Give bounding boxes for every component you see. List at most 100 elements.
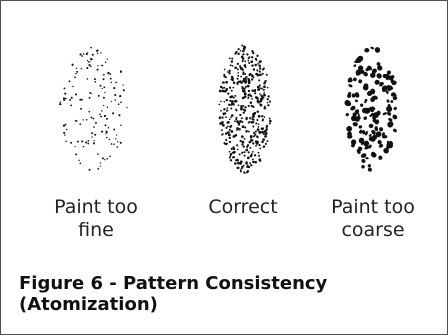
spray-dot xyxy=(105,130,107,133)
spray-dot xyxy=(102,73,105,76)
spray-dot xyxy=(262,138,265,141)
spray-dot xyxy=(117,103,120,106)
spray-dot xyxy=(114,99,116,101)
spray-dot xyxy=(387,111,391,116)
spray-dot xyxy=(126,106,128,109)
spray-dot xyxy=(261,130,264,134)
spray-dot xyxy=(226,107,229,109)
spray-dot xyxy=(261,140,264,144)
spray-dot xyxy=(362,107,367,114)
spray-dot xyxy=(258,131,262,135)
spray-dot xyxy=(256,110,260,114)
spray-dot xyxy=(224,112,227,115)
spray-dot xyxy=(364,48,370,53)
spray-dot xyxy=(230,147,233,150)
spray-dot xyxy=(382,112,387,116)
spray-dot xyxy=(64,97,67,100)
spray-dot xyxy=(254,92,257,95)
spray-dot xyxy=(364,131,368,136)
spray-dot xyxy=(110,81,112,84)
spray-dot xyxy=(251,115,255,119)
spray-dot xyxy=(263,106,267,110)
spray-dot xyxy=(227,133,231,137)
spray-dot xyxy=(245,162,248,165)
spray-dot xyxy=(63,87,66,90)
spray-dot xyxy=(262,97,265,99)
spray-dot xyxy=(104,91,106,94)
spray-dot xyxy=(256,69,259,72)
spray-dot xyxy=(384,75,389,79)
spray-dot xyxy=(242,79,246,83)
spray-dot xyxy=(236,77,239,80)
spray-dot xyxy=(252,76,255,79)
spray-dot xyxy=(249,135,253,138)
spray-dot xyxy=(265,73,268,76)
spray-dot xyxy=(92,142,96,145)
spray-dot xyxy=(265,128,268,131)
spray-dot xyxy=(247,77,250,81)
spray-dot xyxy=(243,95,247,98)
spray-dot xyxy=(228,118,231,121)
spray-dot xyxy=(115,134,118,136)
spray-dot xyxy=(240,55,244,59)
spray-dot xyxy=(229,99,231,102)
spray-dot xyxy=(268,100,272,103)
spray-dot xyxy=(241,68,244,71)
spray-dot xyxy=(269,122,271,125)
spray-dot xyxy=(244,76,247,79)
spray-dot xyxy=(256,97,259,100)
spray-dot xyxy=(249,146,252,149)
spray-dot xyxy=(257,126,260,128)
spray-dot xyxy=(225,126,228,129)
spray-dot xyxy=(236,68,239,71)
spray-dot xyxy=(113,87,116,90)
spray-dot xyxy=(120,124,122,126)
spray-dot xyxy=(229,64,232,67)
spray-dot xyxy=(229,87,231,89)
correct-spray-pattern-icon xyxy=(218,44,272,174)
spray-dot xyxy=(244,81,247,84)
spray-dot xyxy=(262,67,265,70)
spray-dot xyxy=(241,86,244,90)
spray-dot xyxy=(113,128,116,131)
spray-dot xyxy=(247,57,250,60)
spray-dot xyxy=(357,146,360,150)
spray-dot xyxy=(245,148,249,152)
spray-dot xyxy=(88,64,91,67)
spray-dot xyxy=(64,92,67,95)
spray-dot xyxy=(259,98,263,101)
spray-dot xyxy=(236,144,239,147)
spray-dot xyxy=(231,76,233,78)
spray-dot xyxy=(69,99,71,101)
spray-dot xyxy=(381,134,388,139)
spray-dot xyxy=(252,142,255,145)
spray-dot xyxy=(259,103,262,106)
spray-dot xyxy=(392,114,398,120)
spray-dot xyxy=(117,141,119,143)
spray-dot xyxy=(247,104,250,108)
spray-dot xyxy=(243,151,246,154)
spray-dot xyxy=(241,67,244,70)
spray-dot xyxy=(240,117,243,120)
spray-dot xyxy=(244,73,247,76)
spray-dot xyxy=(91,53,94,56)
spray-dot xyxy=(252,135,255,138)
spray-dot xyxy=(254,160,258,164)
spray-dot xyxy=(242,145,245,148)
spray-dot xyxy=(101,64,104,67)
spray-dot xyxy=(363,71,368,77)
spray-dot xyxy=(225,80,228,84)
spray-dot xyxy=(223,100,226,103)
spray-dot xyxy=(258,79,261,82)
spray-dot xyxy=(239,120,242,123)
spray-dot xyxy=(235,116,238,119)
spray-dot xyxy=(82,53,85,55)
spray-dot xyxy=(220,100,222,103)
spray-dot xyxy=(250,104,254,108)
spray-dot xyxy=(387,103,391,109)
spray-dot xyxy=(357,113,360,117)
spray-dot xyxy=(358,79,363,84)
spray-dot xyxy=(249,101,253,104)
spray-dot xyxy=(74,76,76,79)
spray-dot xyxy=(97,167,100,170)
